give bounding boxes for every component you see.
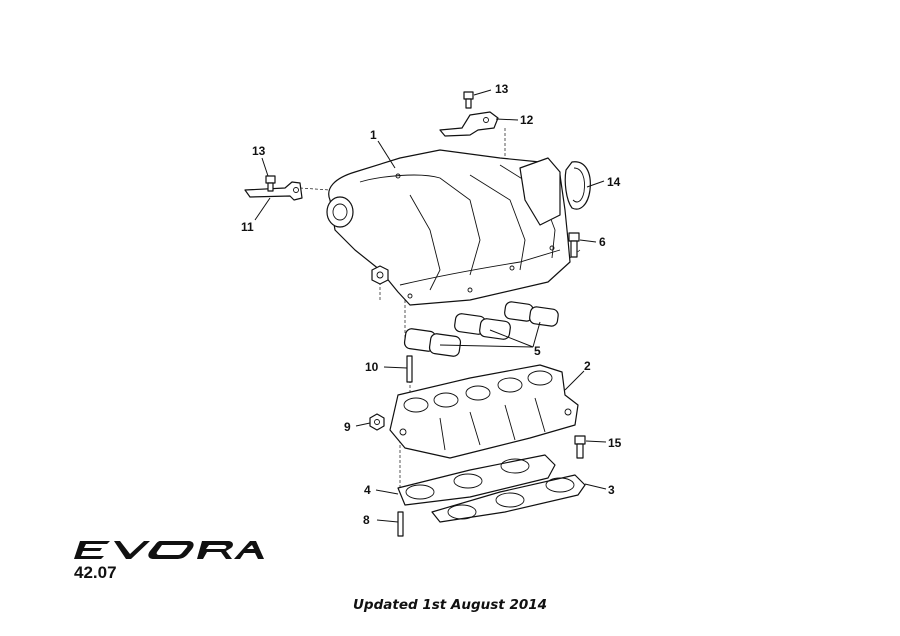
callout-9: 9 xyxy=(344,420,351,434)
lower-intake-manifold xyxy=(389,364,579,459)
callout-12: 12 xyxy=(520,113,534,127)
upper-intake-manifold xyxy=(326,149,571,306)
bracket-upper xyxy=(439,111,499,137)
callout-labels: 1 2 3 4 5 6 8 9 10 11 12 13 13 14 15 xyxy=(241,82,622,527)
bolt-6 xyxy=(568,232,580,258)
callout-4: 4 xyxy=(364,483,371,497)
callout-1: 1 xyxy=(370,128,377,142)
throttle-body-seal xyxy=(564,161,591,210)
callout-11: 11 xyxy=(241,220,254,234)
callout-13-left: 13 xyxy=(252,144,266,158)
callout-2: 2 xyxy=(584,359,591,373)
callout-3: 3 xyxy=(608,483,615,497)
page-number: 42.07 xyxy=(74,563,117,582)
stud-8 xyxy=(397,511,404,537)
bolt-13-upper xyxy=(463,91,474,109)
callout-14: 14 xyxy=(607,175,621,189)
gasket-3 xyxy=(431,474,586,523)
gasket-set-5 xyxy=(403,301,559,357)
gasket-4 xyxy=(397,454,556,506)
stud-10 xyxy=(406,355,413,383)
callout-6: 6 xyxy=(599,235,606,249)
nut xyxy=(371,265,389,285)
updated-date: Updated 1st August 2014 xyxy=(352,597,548,613)
callout-5: 5 xyxy=(534,344,541,358)
leader-lines xyxy=(254,89,607,523)
evora-logo xyxy=(74,541,264,559)
callout-8: 8 xyxy=(363,513,370,527)
bolt-15 xyxy=(574,435,586,459)
nut-9 xyxy=(369,413,385,431)
callout-10: 10 xyxy=(365,360,379,374)
callout-13-upper: 13 xyxy=(495,82,509,96)
bolt-13-left xyxy=(265,175,276,192)
callout-15: 15 xyxy=(608,436,622,450)
